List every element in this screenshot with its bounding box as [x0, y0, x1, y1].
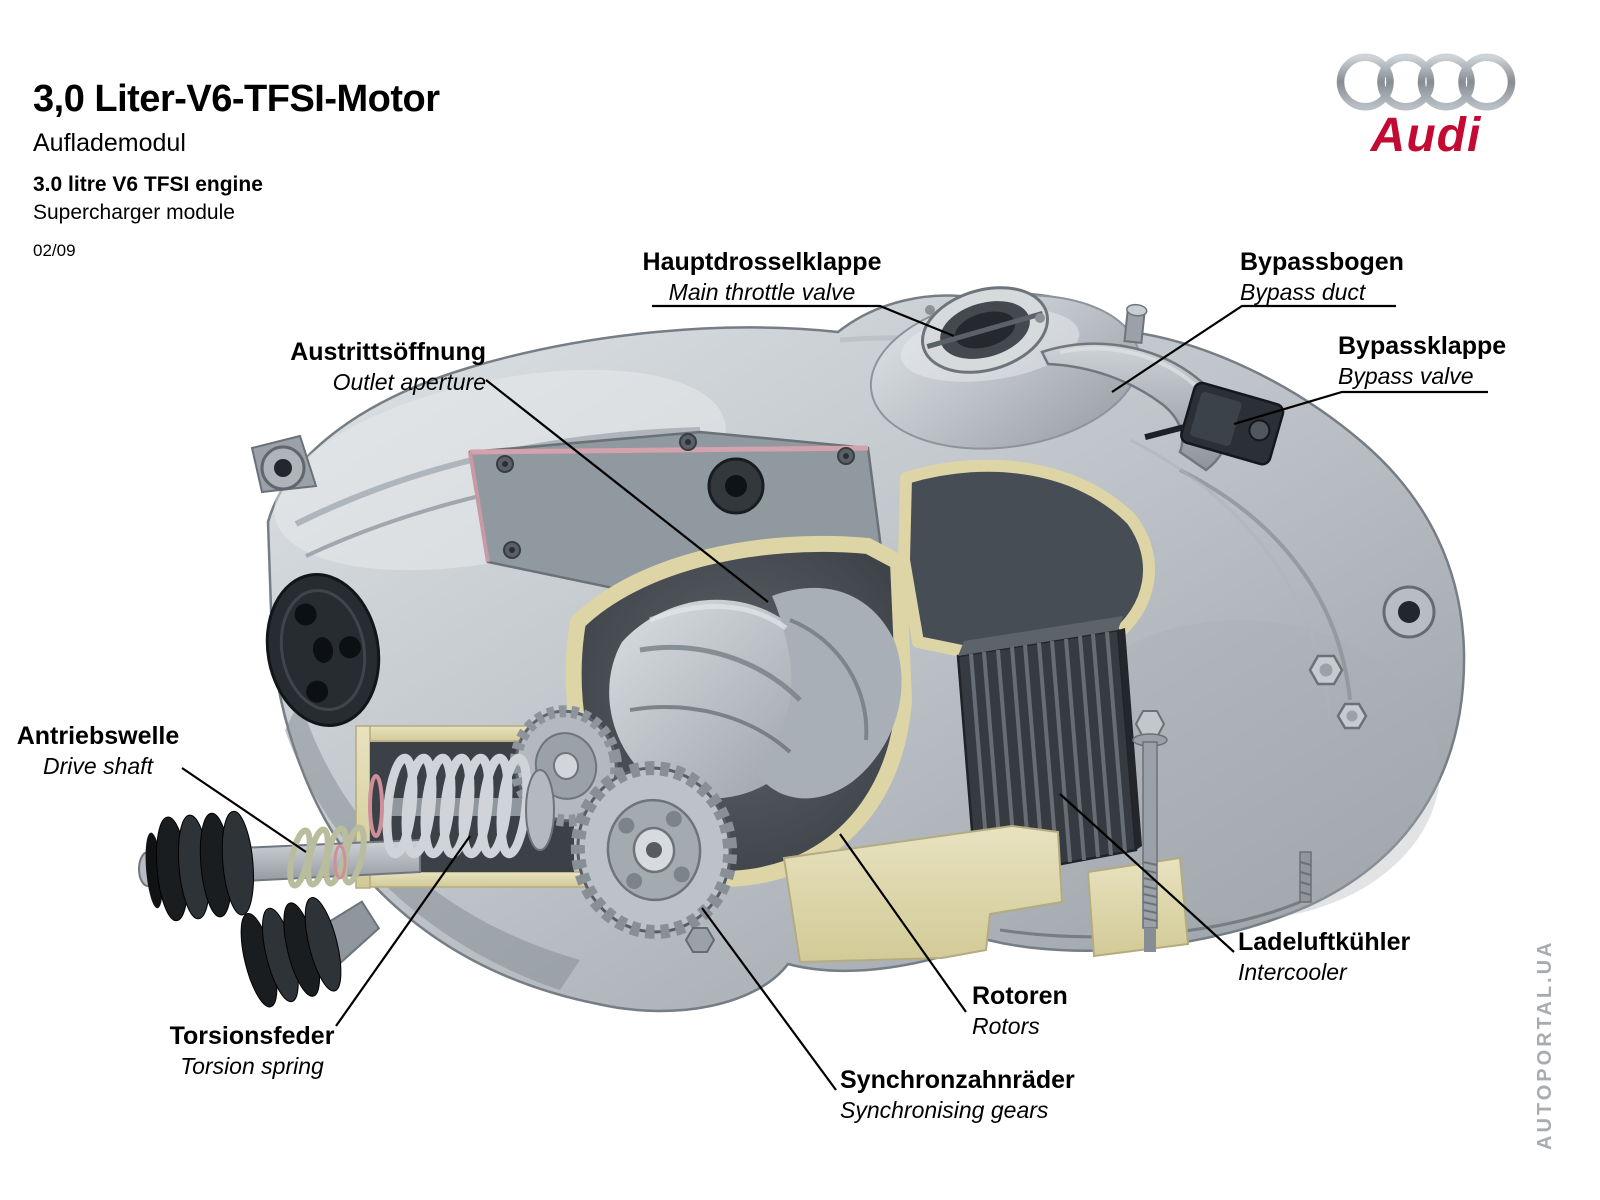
label-de: Austrittsöffnung — [290, 338, 486, 366]
title-block: 3,0 Liter-V6-TFSI-Motor Auflademodul 3.0… — [33, 78, 440, 261]
label-en: Synchronising gears — [840, 1096, 1049, 1123]
label-de: Torsionsfeder — [169, 1022, 335, 1050]
mounting-lug-right — [1382, 585, 1436, 639]
label-en: Drive shaft — [43, 752, 153, 779]
flange-plate — [265, 573, 381, 727]
title-english: 3.0 litre V6 TFSI engine — [33, 172, 263, 196]
label-rotors: Rotoren Rotors — [972, 982, 1192, 1040]
label-bypass-duct: Bypassbogen Bypass duct — [1240, 248, 1520, 306]
label-en: Rotors — [972, 1012, 1040, 1039]
date-code: 02/09 — [33, 241, 76, 261]
label-de: Bypassklappe — [1338, 332, 1507, 360]
label-de: Ladeluftkühler — [1238, 928, 1411, 956]
watermark: AUTOPORTAL.UA — [1534, 939, 1556, 1150]
label-en: Main throttle valve — [668, 278, 856, 305]
audi-wordmark: Audi — [1370, 109, 1482, 162]
mounting-lug-left — [250, 434, 318, 494]
rotors-part — [609, 587, 902, 799]
label-en: Bypass duct — [1240, 278, 1366, 305]
label-en: Outlet aperture — [332, 368, 486, 395]
subtitle-german: Auflademodul — [33, 128, 186, 157]
subtitle-english: Supercharger module — [33, 200, 235, 224]
hex-bolts — [1299, 654, 1368, 903]
shaft-boot-upper — [145, 810, 254, 922]
label-outlet-aperture: Austrittsöffnung Outlet aperture — [248, 338, 486, 396]
throttle-body — [869, 286, 1148, 450]
label-de: Rotoren — [972, 982, 1068, 1010]
audi-rings-icon — [1336, 53, 1516, 111]
label-en: Intercooler — [1238, 958, 1347, 985]
label-intercooler: Ladeluftkühler Intercooler — [1238, 928, 1478, 986]
label-de: Bypassbogen — [1240, 248, 1404, 276]
label-main-throttle-valve: Hauptdrosselklappe Main throttle valve — [600, 248, 924, 306]
label-de: Synchronzahnräder — [840, 1066, 1075, 1094]
title-german: 3,0 Liter-V6-TFSI-Motor — [33, 78, 440, 120]
shaft-boot-lower — [240, 897, 381, 1008]
audi-logo: Audi — [1336, 52, 1516, 160]
label-drive-shaft: Antriebswelle Drive shaft — [8, 722, 188, 780]
label-en: Torsion spring — [180, 1052, 324, 1079]
label-synchronising-gears: Synchronzahnräder Synchronising gears — [840, 1066, 1130, 1124]
label-bypass-valve: Bypassklappe Bypass valve — [1338, 332, 1598, 390]
label-en: Bypass valve — [1338, 362, 1474, 389]
label-de: Hauptdrosselklappe — [642, 248, 882, 276]
label-de: Antriebswelle — [16, 722, 180, 750]
label-torsion-spring: Torsionsfeder Torsion spring — [162, 1022, 342, 1080]
